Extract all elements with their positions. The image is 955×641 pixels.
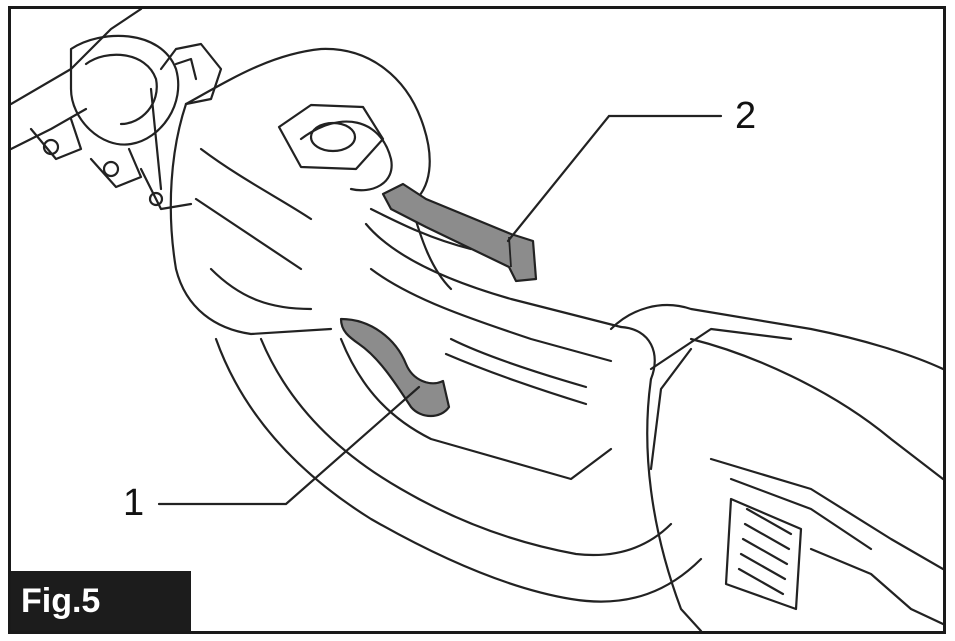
shaft-coupling bbox=[11, 9, 223, 211]
rear-housing bbox=[609, 304, 943, 631]
switch-trigger bbox=[339, 317, 451, 418]
leader-line-2 bbox=[506, 114, 723, 243]
leader-line-1 bbox=[157, 385, 421, 506]
power-button bbox=[309, 121, 357, 153]
power-button-recess bbox=[277, 103, 385, 171]
lock-off-lever bbox=[381, 182, 538, 283]
trigger-guard bbox=[214, 337, 703, 603]
callout-number-2: 2 bbox=[735, 95, 757, 137]
figure-frame: 1 2 Fig.5 bbox=[8, 6, 946, 634]
grip-tube bbox=[364, 222, 656, 406]
motor-housing bbox=[169, 47, 473, 336]
figure-label: Fig.5 bbox=[11, 571, 191, 631]
callout-number-1: 1 bbox=[123, 482, 145, 524]
tool-handle-illustration bbox=[11, 9, 943, 631]
vent-slots bbox=[737, 507, 793, 596]
